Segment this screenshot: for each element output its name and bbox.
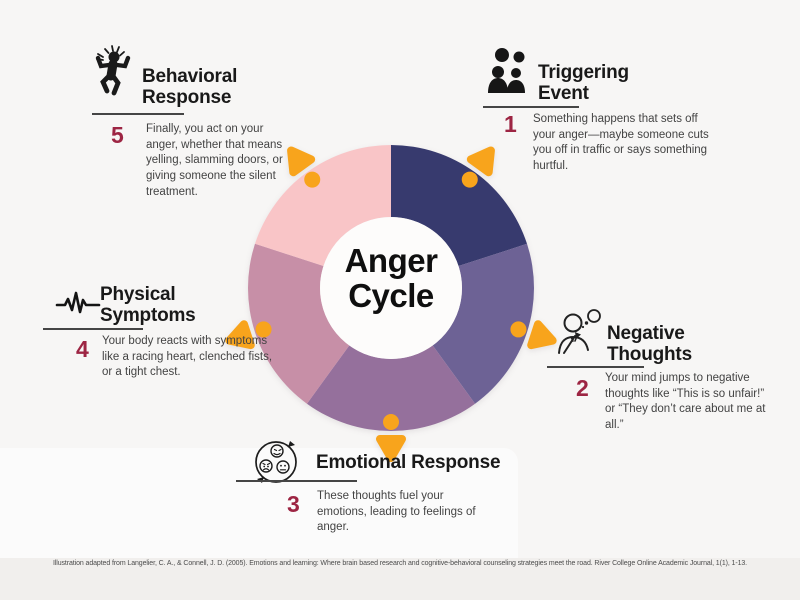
- donut-segment-negative-thoughts: [432, 243, 534, 404]
- flow-arrow-dot: [255, 321, 272, 338]
- step-number: 4: [76, 336, 89, 362]
- step-description: These thoughts fuel your emotions, leadi…: [317, 490, 476, 534]
- donut-segment-physical-symptoms: [248, 243, 350, 404]
- divider-line: [483, 106, 579, 108]
- angry-person-icon: [84, 42, 138, 98]
- step-number: 2: [576, 375, 589, 401]
- donut-segment-triggering-event: [391, 145, 528, 267]
- step-title: Negative Thoughts: [607, 323, 692, 365]
- step-number: 1: [504, 111, 517, 137]
- divider-line: [236, 480, 357, 482]
- anger-cycle-donut: [225, 145, 557, 462]
- step-number: 5: [111, 122, 124, 148]
- flow-arrow-icon: [527, 320, 557, 350]
- donut-segment-behavioral-response: [254, 145, 391, 267]
- donut-center: [320, 217, 462, 359]
- flow-arrow-dot: [383, 414, 399, 430]
- flow-arrow-icon: [225, 320, 255, 350]
- flow-arrow-icon: [466, 146, 495, 177]
- flow-arrow-dot: [510, 321, 527, 338]
- step-number: 3: [287, 491, 300, 517]
- step-description: Your body reacts with symptoms like a ra…: [102, 335, 273, 379]
- group-of-people-icon: [486, 45, 536, 99]
- step-description: Something happens that sets off your ang…: [533, 113, 709, 172]
- cycle-title-line2: Cycle: [348, 277, 434, 315]
- step-description: Finally, you act on your anger, whether …: [146, 123, 283, 198]
- step-title: Emotional Response: [316, 452, 501, 473]
- flow-arrow-dot: [304, 171, 321, 188]
- heartbeat-icon: [55, 289, 101, 317]
- flow-arrow-dot: [461, 171, 478, 188]
- emotions-cycle-icon: [250, 436, 302, 488]
- background-card: [0, 448, 518, 558]
- divider-line: [547, 366, 644, 368]
- divider-line: [92, 113, 184, 115]
- flow-arrow-icon: [376, 435, 406, 462]
- step-description: Your mind jumps to negative thoughts lik…: [605, 372, 766, 431]
- thinking-person-icon: [551, 306, 607, 362]
- divider-line: [43, 328, 143, 330]
- citation-text: Illustration adapted from Langelier, C. …: [52, 560, 747, 567]
- step-title: Triggering Event: [538, 62, 629, 104]
- step-title: Behavioral Response: [142, 66, 238, 108]
- donut-segment-emotional-response: [306, 345, 476, 431]
- flow-arrow-icon: [287, 146, 316, 177]
- cycle-title: Anger Cycle: [306, 243, 476, 314]
- step-title: Physical Symptoms: [100, 284, 196, 326]
- cycle-title-line1: Anger: [344, 242, 438, 279]
